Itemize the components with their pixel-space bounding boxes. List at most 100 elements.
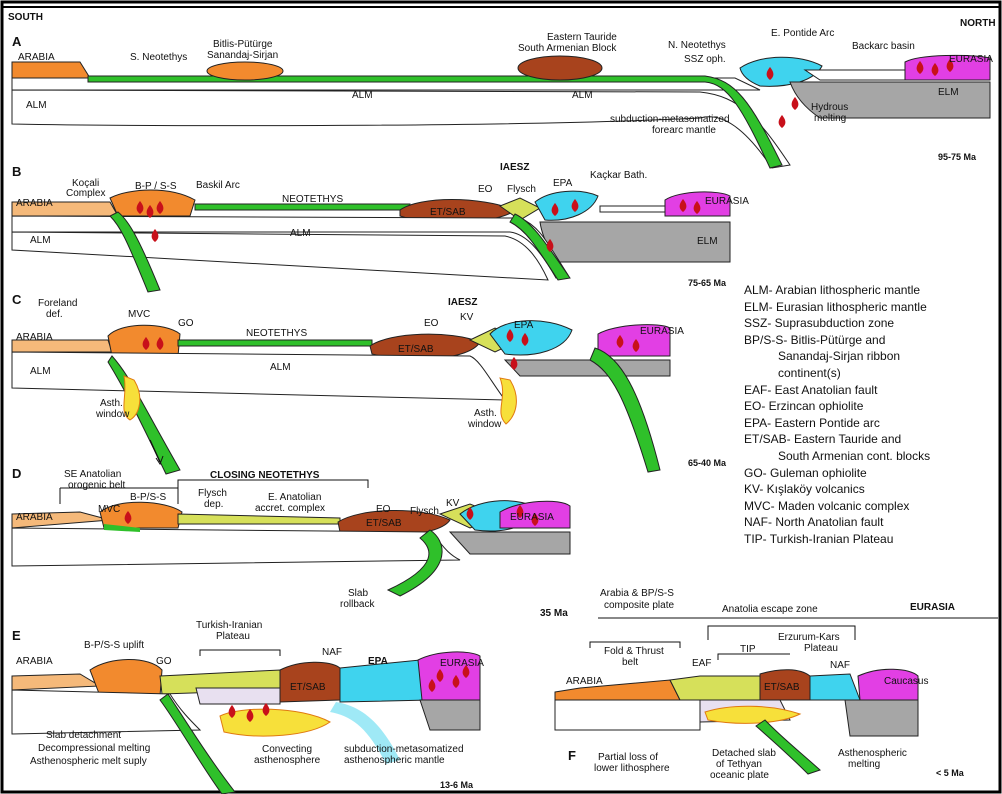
north-label: NORTH xyxy=(960,18,996,29)
label-neotethys-c: NEOTETHYS xyxy=(246,328,307,339)
label-forearc-mantle: forearc mantle xyxy=(652,125,716,136)
label-eurasia-b: EURASIA xyxy=(705,196,749,207)
label-def: def. xyxy=(46,309,63,320)
legend-item: SSZ- Suprasubduction zone xyxy=(744,316,895,331)
label-go-e: GO xyxy=(156,656,172,667)
panel-a: A ARABIA S. Neotethys Bitlis-Pütürge San… xyxy=(11,28,993,169)
label-arabia-f: ARABIA xyxy=(566,676,603,687)
label-slab-detachment: Slab detachment xyxy=(46,730,121,741)
age-b: 75-65 Ma xyxy=(688,278,727,288)
label-slab-d: Slab xyxy=(348,588,368,599)
label-35-ma: 35 Ma xyxy=(540,608,568,619)
legend-item: South Armenian cont. blocks xyxy=(778,448,931,463)
label-ssz: SSZ oph. xyxy=(684,54,726,65)
label-se-anatolian: SE Anatolian xyxy=(64,469,121,480)
panel-d: D SE Anatolian orogenic belt B-P/S-S MVC… xyxy=(11,466,571,610)
label-bpss-d: B-P/S-S xyxy=(130,492,166,503)
label-arabia-d: ARABIA xyxy=(16,512,53,523)
label-flysch-d: Flysch xyxy=(410,506,439,517)
legend-item: KV- Kışlaköy volcanics xyxy=(744,482,865,497)
label-go-c: GO xyxy=(178,318,194,329)
label-epa-b: EPA xyxy=(553,178,573,189)
label-pontide-arc: E. Pontide Arc xyxy=(771,28,834,39)
label-naf-e: NAF xyxy=(322,647,342,658)
label-alm-c2: ALM xyxy=(270,362,291,373)
label-n-neotethys: N. Neotethys xyxy=(668,40,726,51)
label-flysch-b: Flysch xyxy=(507,184,536,195)
label-alm-c1: ALM xyxy=(30,366,51,377)
label-plateau-f: Plateau xyxy=(804,643,838,654)
label-eurasia-e: EURASIA xyxy=(440,658,484,669)
label-kv-d: KV xyxy=(446,498,460,509)
age-a: 95-75 Ma xyxy=(938,152,977,162)
label-turkish-iranian: Turkish-Iranian xyxy=(196,620,262,631)
label-detached-slab: Detached slab xyxy=(712,748,776,759)
label-eo-d: EO xyxy=(376,504,391,515)
label-subduction-meta-e: subduction-metasomatized xyxy=(344,744,464,755)
label-eurasia-top: EURASIA xyxy=(910,602,955,613)
panel-letter-a: A xyxy=(12,34,22,49)
legend: ALM- Arabian lithospheric mantle ELM- Eu… xyxy=(744,282,996,548)
label-escape-zone: Anatolia escape zone xyxy=(722,604,818,615)
label-asth-melt-supply: Asthenospheric melt suply xyxy=(30,756,147,767)
label-neotethys-b: NEOTETHYS xyxy=(282,194,343,205)
panel-letter-e: E xyxy=(12,628,21,643)
label-s-neotethys: S. Neotethys xyxy=(130,52,187,63)
label-etsab-f: ET/SAB xyxy=(764,682,800,693)
label-tip: TIP xyxy=(740,644,756,655)
panel-letter-b: B xyxy=(12,164,21,179)
label-caucasus: Caucasus xyxy=(884,676,928,687)
label-arabia-a: ARABIA xyxy=(18,52,55,63)
panel-e: E ARABIA B-P/S-S uplift GO Turkish-Irani… xyxy=(11,620,484,794)
legend-item: BP/S-S- Bitlis-Pütürge and xyxy=(744,332,886,347)
south-label: SOUTH xyxy=(8,12,43,23)
label-bitlis: Bitlis-Pütürge xyxy=(213,39,273,50)
label-asth-melting: melting xyxy=(848,759,880,770)
legend-item: MVC- Maden volcanic complex xyxy=(744,498,910,513)
label-belt: belt xyxy=(622,657,638,668)
label-epa-c: EPA xyxy=(514,320,534,331)
label-hydrous: Hydrous xyxy=(811,102,848,113)
label-dep: dep. xyxy=(204,499,223,510)
label-epa-e: EPA xyxy=(368,656,388,667)
age-c: 65-40 Ma xyxy=(688,458,727,468)
legend-item: EAF- East Anatolian fault xyxy=(744,382,878,397)
label-foreland: Foreland xyxy=(38,298,77,309)
label-oceanic-plate: oceanic plate xyxy=(710,770,769,781)
panel-letter-f: F xyxy=(568,748,576,763)
label-south-armenian: South Armenian Block xyxy=(518,43,617,54)
label-eurasia-c: EURASIA xyxy=(640,326,684,337)
legend-item: ELM- Eurasian lithospheric mantle xyxy=(744,299,927,314)
label-eo-b: EO xyxy=(478,184,493,195)
label-flysch-dep: Flysch xyxy=(198,488,227,499)
label-partial-loss: Partial loss of xyxy=(598,752,658,763)
label-backarc: Backarc basin xyxy=(852,41,915,52)
panel-letter-c: C xyxy=(12,292,22,307)
label-window-c1: window xyxy=(95,409,130,420)
legend-item: Sanandaj-Sirjan ribbon xyxy=(778,349,901,364)
legend-item: TIP- Turkish-Iranian Plateau xyxy=(744,531,894,546)
label-alm-b2: ALM xyxy=(290,228,311,239)
label-lower-lithosphere: lower lithosphere xyxy=(594,763,670,774)
legend-item: EO- Erzincan ophiolite xyxy=(744,399,864,414)
label-mvc-d: MVC xyxy=(98,504,120,515)
label-eurasia-d: EURASIA xyxy=(510,512,554,523)
label-alm-a3: ALM xyxy=(572,90,593,101)
label-etsab-e: ET/SAB xyxy=(290,682,326,693)
label-alm-a2: ALM xyxy=(352,90,373,101)
label-fold-thrust: Fold & Thrust xyxy=(604,646,664,657)
legend-item: ALM- Arabian lithospheric mantle xyxy=(744,283,921,297)
label-alm-a1: ALM xyxy=(26,100,47,111)
label-eastern-tauride: Eastern Tauride xyxy=(547,32,617,43)
label-convecting: Convecting xyxy=(262,744,312,755)
label-asthenospheric: Asthenospheric xyxy=(838,748,907,759)
label-eo-c: EO xyxy=(424,318,439,329)
label-asth-c2: Asth. xyxy=(474,408,497,419)
legend-item: EPA- Eastern Pontide arc xyxy=(744,415,880,430)
legend-item: GO- Guleman ophiolite xyxy=(744,465,867,480)
legend-item: continent(s) xyxy=(778,365,841,380)
label-etsab-d: ET/SAB xyxy=(366,518,402,529)
label-etsab-b: ET/SAB xyxy=(430,207,466,218)
label-sanandaj: Sanandaj-Sirjan xyxy=(207,50,278,61)
